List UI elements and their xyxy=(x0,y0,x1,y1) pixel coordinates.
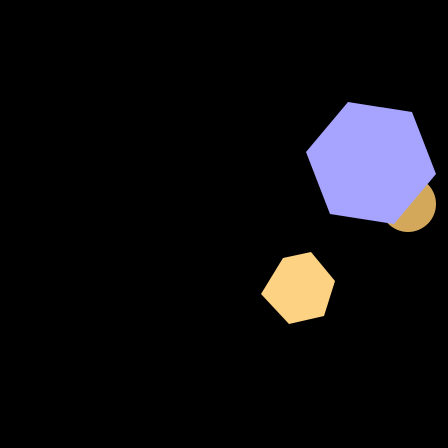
lavender-hexagon xyxy=(306,102,436,224)
yellow-hexagon xyxy=(261,252,335,324)
